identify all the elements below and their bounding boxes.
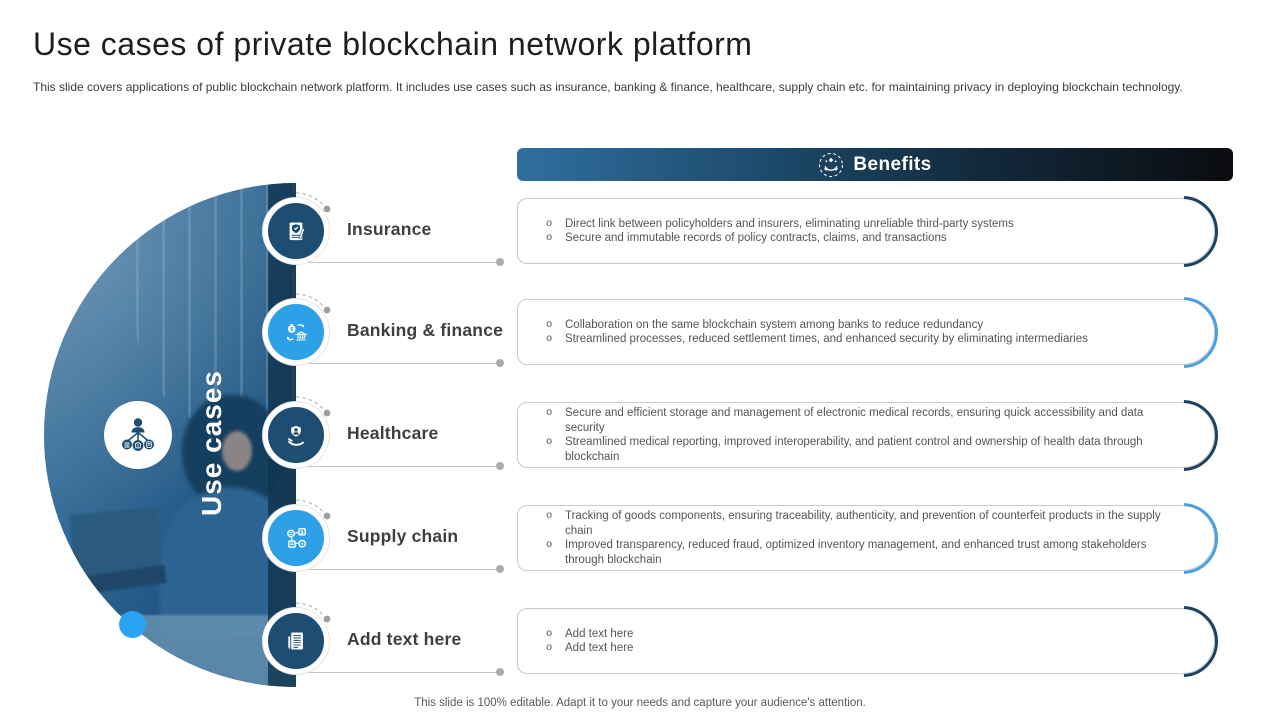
bullet-item: Secure and immutable records of policy c… (546, 231, 1014, 246)
dashed-arc-decor (295, 499, 331, 520)
box-accent-arc (1183, 297, 1218, 368)
benefit-bullets: Tracking of goods components, ensuring t… (518, 509, 1214, 567)
row-label-healthcare: Healthcare (347, 423, 439, 443)
benefit-box-healthcare: Secure and efficient storage and managem… (517, 400, 1218, 471)
svg-text:$: $ (290, 327, 294, 333)
dashed-arc-decor (295, 192, 331, 213)
bullet-item: Tracking of goods components, ensuring t… (546, 509, 1174, 538)
connector-dot (496, 462, 504, 470)
bullet-item: Collaboration on the same blockchain sys… (546, 318, 1088, 333)
healthcare-patient-care-icon (263, 402, 329, 468)
blue-accent-dot (119, 611, 146, 638)
dashed-arc-decor (295, 396, 331, 417)
connector-dot (496, 668, 504, 676)
benefit-box-supply-chain: Tracking of goods components, ensuring t… (517, 503, 1218, 574)
bullet-item: Streamlined processes, reduced settlemen… (546, 332, 1088, 347)
row-label-add-text: Add text here (347, 629, 462, 649)
benefit-box-add-text: Add text here Add text here (517, 606, 1218, 677)
use-cases-network-icon (104, 401, 172, 469)
supply-chain-network-icon (263, 505, 329, 571)
box-accent-arc (1183, 196, 1218, 267)
connector-line (298, 466, 497, 467)
page-title: Use cases of private blockchain network … (33, 26, 753, 62)
benefit-bullets: Secure and efficient storage and managem… (518, 406, 1214, 464)
benefit-box-banking-finance: Collaboration on the same blockchain sys… (517, 297, 1218, 368)
text-document-icon (263, 608, 329, 674)
row-label-insurance: Insurance (347, 219, 432, 239)
connector-dot (496, 359, 504, 367)
editable-note: This slide is 100% editable. Adapt it to… (414, 697, 866, 709)
benefit-bullets: Add text here Add text here (518, 627, 673, 656)
connector-line (298, 672, 497, 673)
bullet-item: Improved transparency, reduced fraud, op… (546, 538, 1174, 567)
benefit-bullets: Direct link between policyholders and in… (518, 217, 1054, 246)
benefits-header: Benefits (517, 148, 1233, 181)
connector-line (298, 262, 497, 263)
dashed-arc-decor (295, 293, 331, 314)
page-subtitle: This slide covers applications of public… (33, 80, 1183, 94)
bullet-item: Add text here (546, 641, 633, 656)
row-label-banking-finance: Banking & finance (347, 320, 504, 340)
use-cases-label: Use cases (196, 369, 227, 516)
benefit-bullets: Collaboration on the same blockchain sys… (518, 318, 1128, 347)
connector-dot (496, 258, 504, 266)
hands-holding-gem-icon (818, 152, 844, 178)
bullet-item: Streamlined medical reporting, improved … (546, 435, 1174, 464)
banking-finance-exchange-icon: $ (263, 299, 329, 365)
bullet-item: Secure and efficient storage and managem… (546, 406, 1174, 435)
row-label-supply-chain: Supply chain (347, 526, 459, 546)
bullet-item: Add text here (546, 627, 633, 642)
dashed-arc-decor (295, 602, 331, 623)
connector-line (298, 363, 497, 364)
connector-dot (496, 565, 504, 573)
insurance-policy-shield-icon (263, 198, 329, 264)
box-accent-arc (1183, 606, 1218, 677)
benefits-header-label: Benefits (853, 153, 932, 175)
bullet-item: Direct link between policyholders and in… (546, 217, 1014, 232)
benefit-box-insurance: Direct link between policyholders and in… (517, 196, 1218, 267)
connector-line (298, 569, 497, 570)
